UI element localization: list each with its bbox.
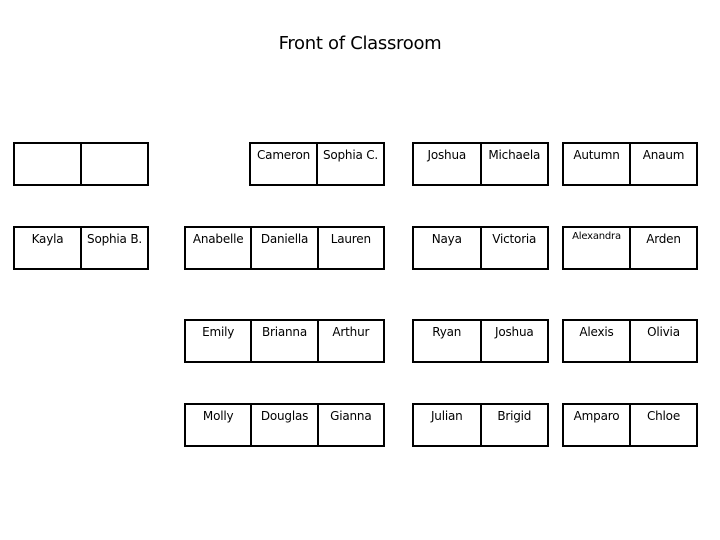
seat[interactable]: Alexandra bbox=[564, 228, 631, 268]
seat[interactable]: Joshua bbox=[414, 144, 482, 184]
desk-group-row1-4: Autumn Anaum bbox=[562, 142, 698, 186]
seat[interactable]: Michaela bbox=[488, 148, 541, 162]
seat[interactable]: Alexis bbox=[564, 321, 631, 361]
seat[interactable]: Gianna bbox=[330, 409, 372, 423]
seat[interactable]: Douglas bbox=[252, 405, 319, 445]
seat[interactable]: Naya bbox=[414, 228, 482, 268]
desk-group-row1-2: Cameron Sophia C. bbox=[249, 142, 385, 186]
seat[interactable]: Chloe bbox=[646, 409, 681, 423]
desk-group-row1-1 bbox=[13, 142, 149, 186]
seat[interactable]: Cameron bbox=[251, 144, 318, 184]
seat[interactable]: Amparo bbox=[564, 405, 631, 445]
desk-group-row2-4: Alexandra Arden bbox=[562, 226, 698, 270]
desk-group-row3-3: Ryan Joshua bbox=[412, 319, 549, 363]
page-title: Front of Classroom bbox=[278, 33, 442, 54]
desk-group-row4-3: Julian Brigid bbox=[412, 403, 549, 447]
desk-group-row2-2: Anabelle Daniella Lauren bbox=[184, 226, 385, 270]
seat[interactable]: Kayla bbox=[15, 228, 82, 268]
seat[interactable]: Arden bbox=[646, 232, 681, 246]
seat[interactable]: Ryan bbox=[414, 321, 482, 361]
seat[interactable]: Arthur bbox=[332, 325, 370, 339]
seat[interactable]: Autumn bbox=[564, 144, 631, 184]
seat[interactable]: Emily bbox=[186, 321, 253, 361]
desk-group-row1-3: Joshua Michaela bbox=[412, 142, 549, 186]
seat[interactable]: Brigid bbox=[497, 409, 532, 423]
seat[interactable]: Joshua bbox=[495, 325, 534, 339]
seat[interactable] bbox=[82, 144, 147, 184]
seat[interactable] bbox=[15, 144, 82, 184]
desk-group-row2-3: Naya Victoria bbox=[412, 226, 549, 270]
seat[interactable]: Lauren bbox=[330, 232, 371, 246]
seat[interactable]: Daniella bbox=[252, 228, 319, 268]
seat[interactable]: Sophia C. bbox=[322, 148, 379, 162]
desk-group-row4-2: Molly Douglas Gianna bbox=[184, 403, 385, 447]
desk-group-row3-4: Alexis Olivia bbox=[562, 319, 698, 363]
seat[interactable]: Anaum bbox=[642, 148, 685, 162]
seat[interactable]: Molly bbox=[186, 405, 253, 445]
seat[interactable]: Victoria bbox=[492, 232, 537, 246]
seat[interactable]: Julian bbox=[414, 405, 482, 445]
seat[interactable]: Anabelle bbox=[186, 228, 253, 268]
desk-group-row2-1: Kayla Sophia B. bbox=[13, 226, 149, 270]
seat[interactable]: Brianna bbox=[252, 321, 319, 361]
seat[interactable]: Sophia B. bbox=[87, 232, 142, 246]
seat[interactable]: Olivia bbox=[647, 325, 680, 339]
desk-group-row4-4: Amparo Chloe bbox=[562, 403, 698, 447]
desk-group-row3-2: Emily Brianna Arthur bbox=[184, 319, 385, 363]
